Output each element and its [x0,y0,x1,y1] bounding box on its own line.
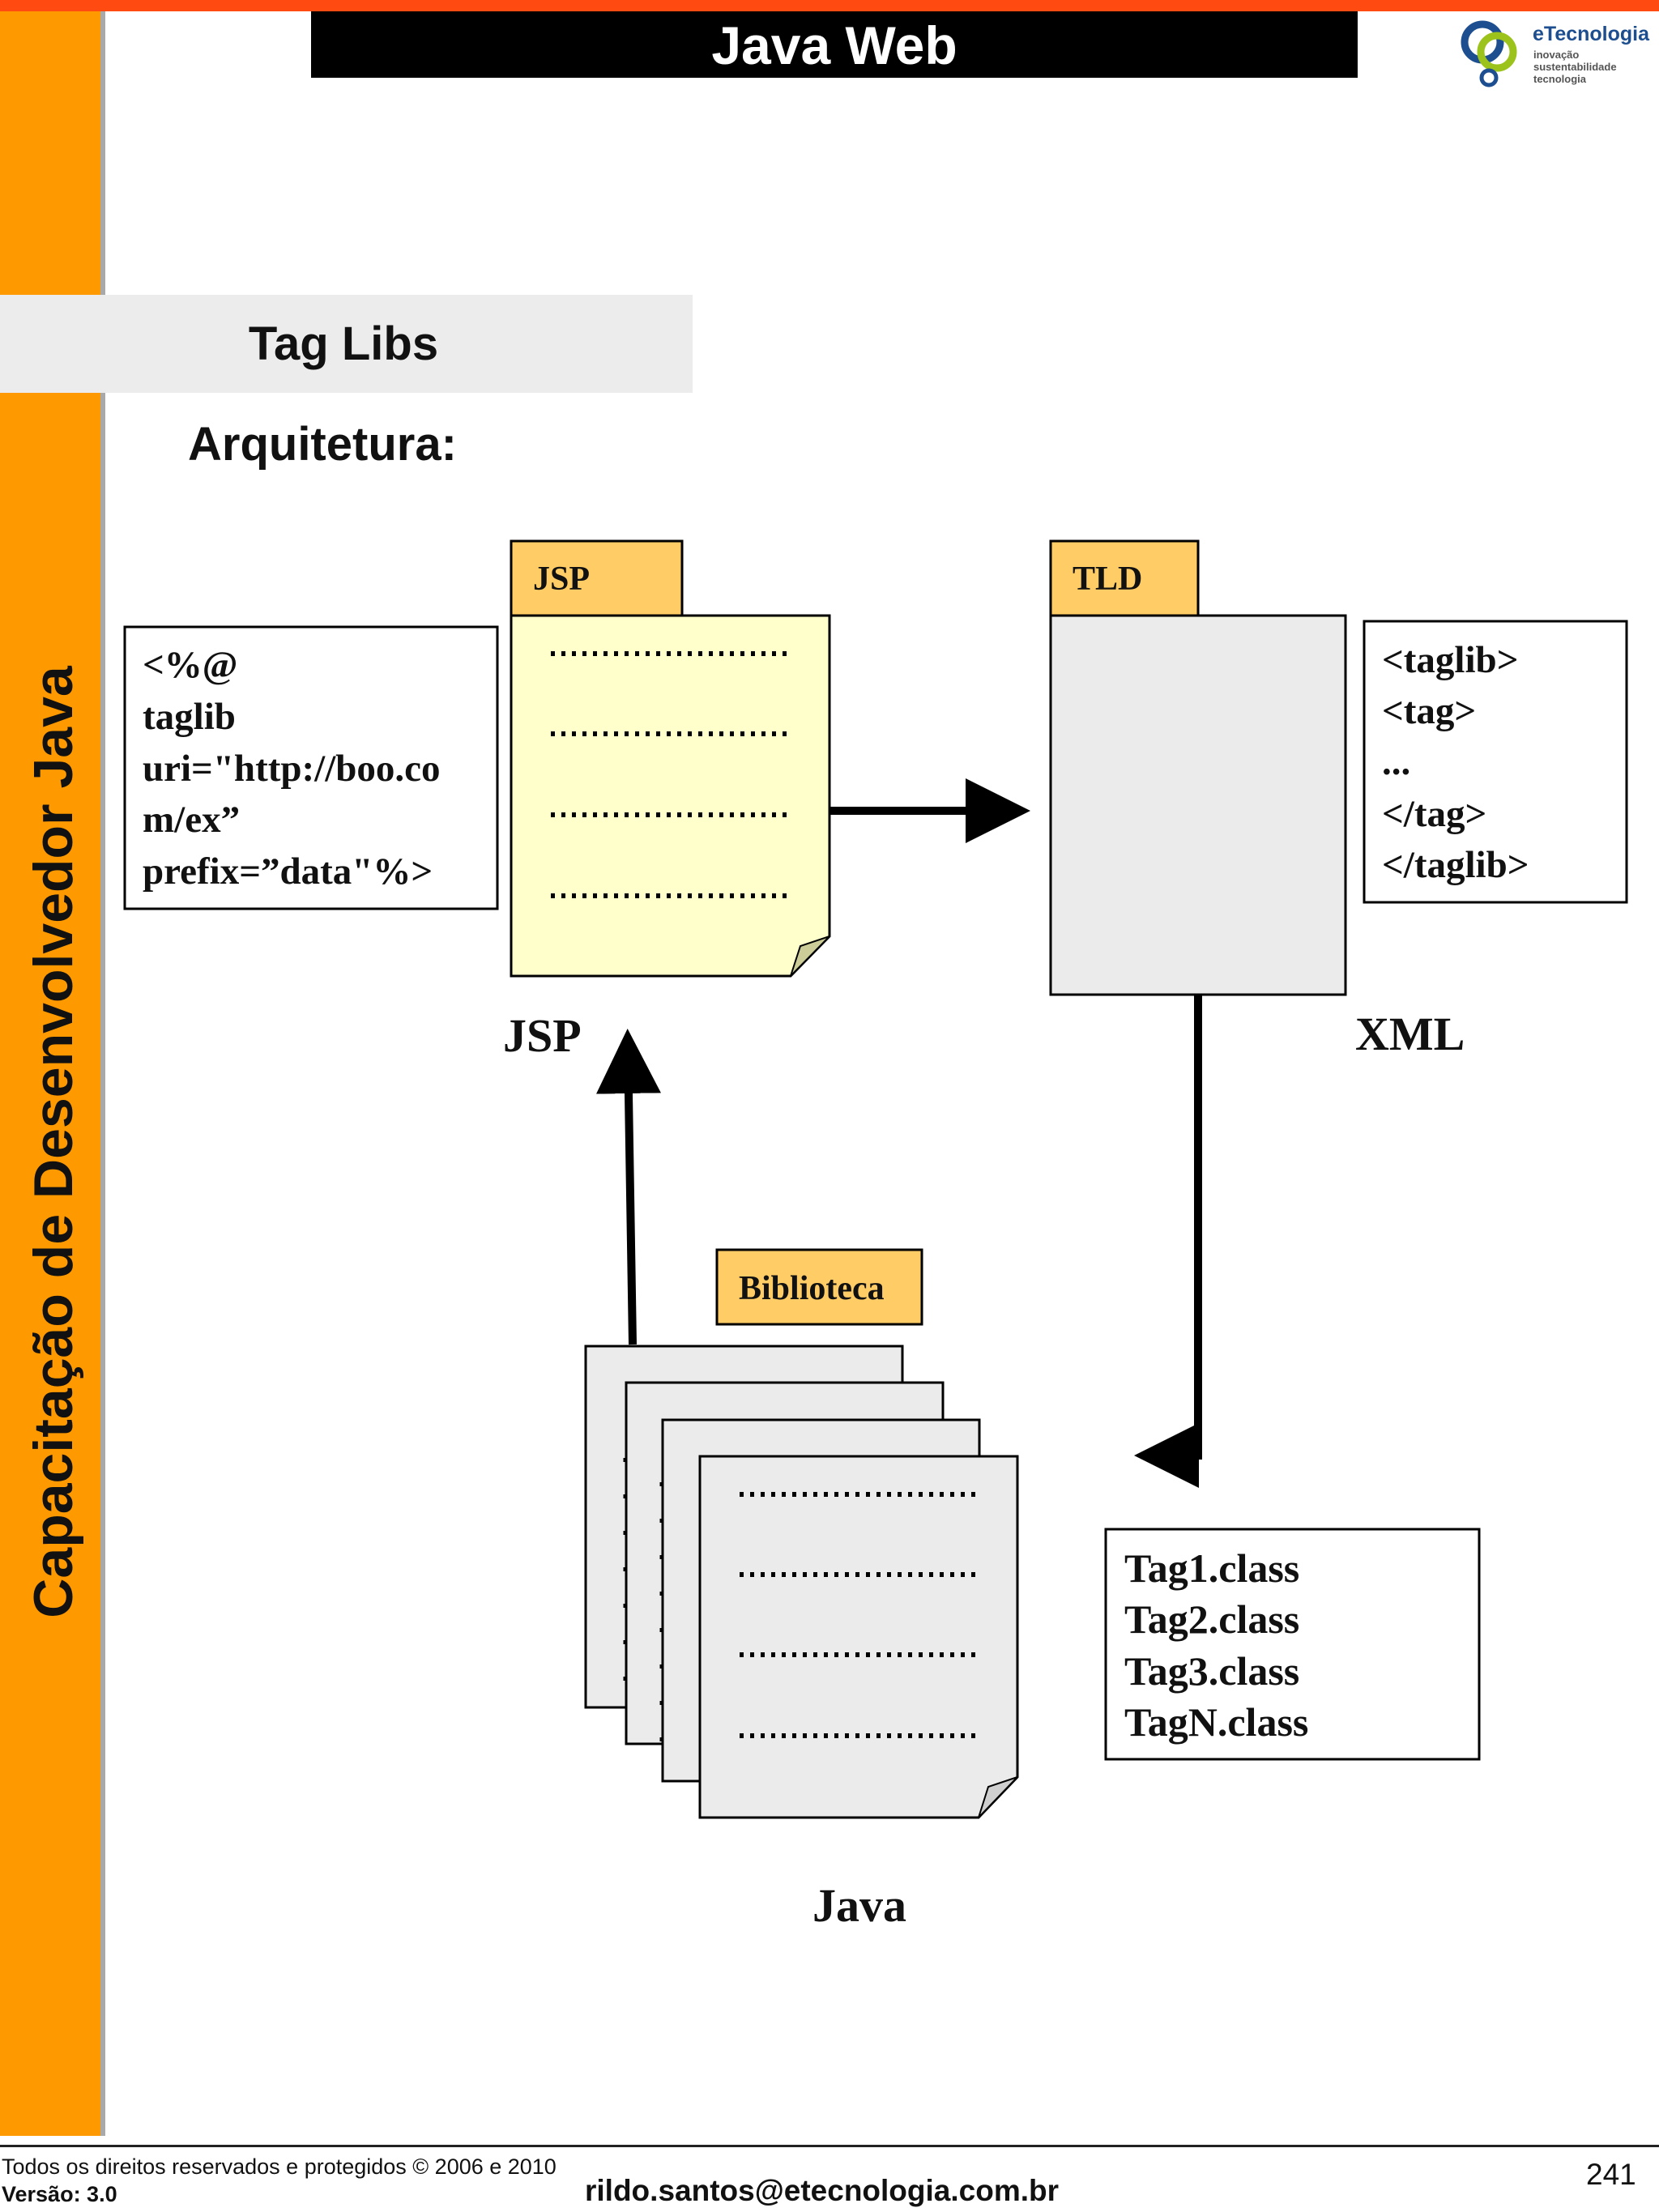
jsp-tab-label: JSP [533,560,590,598]
directive-line: m/ex” [143,799,240,841]
java-caption: Java [812,1879,906,1932]
section-band [0,295,693,393]
jsp-tab [510,539,684,617]
library-page-front [698,1455,1019,1819]
directive-line: taglib [143,696,236,738]
library-to-jsp-arrow [595,1029,661,1345]
logo-name: eTecnologia [1533,23,1650,45]
jsp-caption: JSP [503,1009,582,1062]
class-list-box [1104,1528,1481,1761]
footer-email: rildo.santos@etecnologia.com.br [585,2174,1060,2207]
directive-line: uri="http://boo.co [143,748,441,790]
footer-version: Versão: 3.0 [2,2182,117,2206]
tld-tab-label: TLD [1073,560,1142,598]
xml-line: </tag> [1382,793,1486,835]
page-title: Java Web [311,11,1358,78]
section-subtitle: Arquitetura: [188,418,457,471]
class-item: TagN.class [1124,1699,1308,1745]
tld-to-library-arrow [1134,995,1202,1488]
class-item: Tag2.class [1124,1596,1299,1642]
xml-line: ... [1382,741,1410,783]
top-accent-bar [0,0,1659,11]
page-number: 241 [1586,2158,1636,2191]
section-title: Tag Libs [248,318,439,370]
class-item: Tag3.class [1124,1648,1299,1694]
class-item: Tag1.class [1124,1545,1299,1591]
etecnologia-logo-icon [1461,20,1517,87]
xml-line: <tag> [1382,690,1476,732]
jsp-page-fold [790,936,830,977]
directive-line: <%@ [143,644,238,686]
logo-tagline-2: sustentabilidade [1533,61,1617,73]
footer-copyright: Todos os direitos reservados e protegido… [2,2154,557,2179]
xml-caption: XML [1355,1008,1465,1060]
library-tab-label: Biblioteca [739,1270,885,1307]
footer-divider [0,2145,1659,2147]
directive-line: prefix=”data"%> [143,850,433,893]
architecture-diagram: <%@ taglib uri="http://boo.co m/ex” pref… [123,539,1628,1932]
library-page-fold [978,1776,1018,1818]
logo-tagline-3: tecnologia [1533,73,1587,85]
xml-line: </taglib> [1382,844,1529,886]
tld-document [1049,614,1347,996]
xml-box [1363,620,1628,904]
library-tab [715,1248,923,1326]
tld-tab [1049,539,1200,617]
jsp-document [510,614,831,978]
xml-line: <taglib> [1382,639,1518,681]
logo-tagline-1: inovação [1533,49,1580,61]
taglib-directive-box [123,625,499,910]
